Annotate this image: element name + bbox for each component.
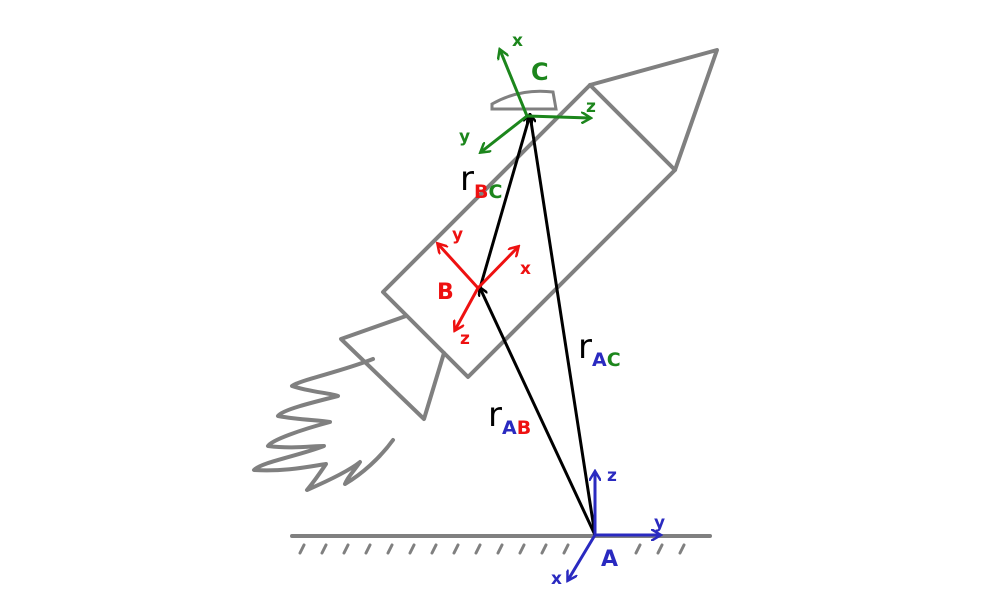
label-r-bc-symbol: r [460, 159, 474, 199]
frame-c-name: C [531, 58, 549, 86]
frame-b-name: B [437, 280, 454, 305]
frame-b [438, 244, 518, 330]
frame-c [481, 50, 590, 152]
rocket-nose-cone [588, 48, 719, 172]
frame-a-x-label: x [551, 569, 562, 589]
frame-a-z-label: z [607, 466, 617, 486]
label-r-bc-sub-from: B [474, 181, 488, 203]
label-r-bc-sub-to: C [488, 181, 502, 203]
frame-b-x-label: x [520, 259, 531, 279]
rocket [252, 48, 719, 492]
frame-b-y-label: y [452, 225, 463, 245]
frame-c-y-label: y [459, 127, 470, 147]
label-r-ab-sub-to: B [517, 417, 531, 439]
ground-hatching [298, 543, 686, 555]
frame-c-x-axis [500, 50, 529, 118]
rocket-nozzle [339, 314, 446, 421]
frame-c-mount [490, 89, 558, 111]
label-r-ac-sub-to: C [607, 349, 621, 371]
label-r-ac-sub-from: A [592, 349, 607, 371]
label-r-ab-sub-from: A [502, 417, 517, 439]
label-r-ab-symbol: r [488, 395, 502, 435]
frame-b-z-label: z [460, 329, 470, 349]
position-vectors [478, 115, 597, 537]
frame-b-y-axis [438, 244, 480, 290]
frame-c-x-label: x [512, 31, 523, 51]
label-r-ac: rAC [578, 327, 621, 371]
frame-b-z-axis [455, 286, 480, 330]
vector-r-bc [478, 115, 530, 290]
rocket-exhaust-flames [252, 357, 395, 492]
frame-a-x-axis [568, 533, 597, 580]
label-r-ab: rAB [488, 395, 531, 439]
label-r-bc: rBC [460, 159, 502, 203]
vector-r-ac [530, 115, 597, 537]
ground [290, 534, 712, 555]
label-r-ac-symbol: r [578, 327, 592, 367]
rocket-body [381, 83, 677, 379]
frame-a-name: A [601, 547, 618, 572]
vector-r-ab [480, 288, 597, 537]
frame-c-y-axis [481, 114, 529, 152]
frame-a-y-label: y [654, 513, 665, 533]
frame-a [568, 472, 660, 580]
frame-c-z-axis [525, 116, 590, 118]
frame-b-x-axis [476, 247, 518, 290]
frame-c-z-label: z [586, 97, 596, 117]
